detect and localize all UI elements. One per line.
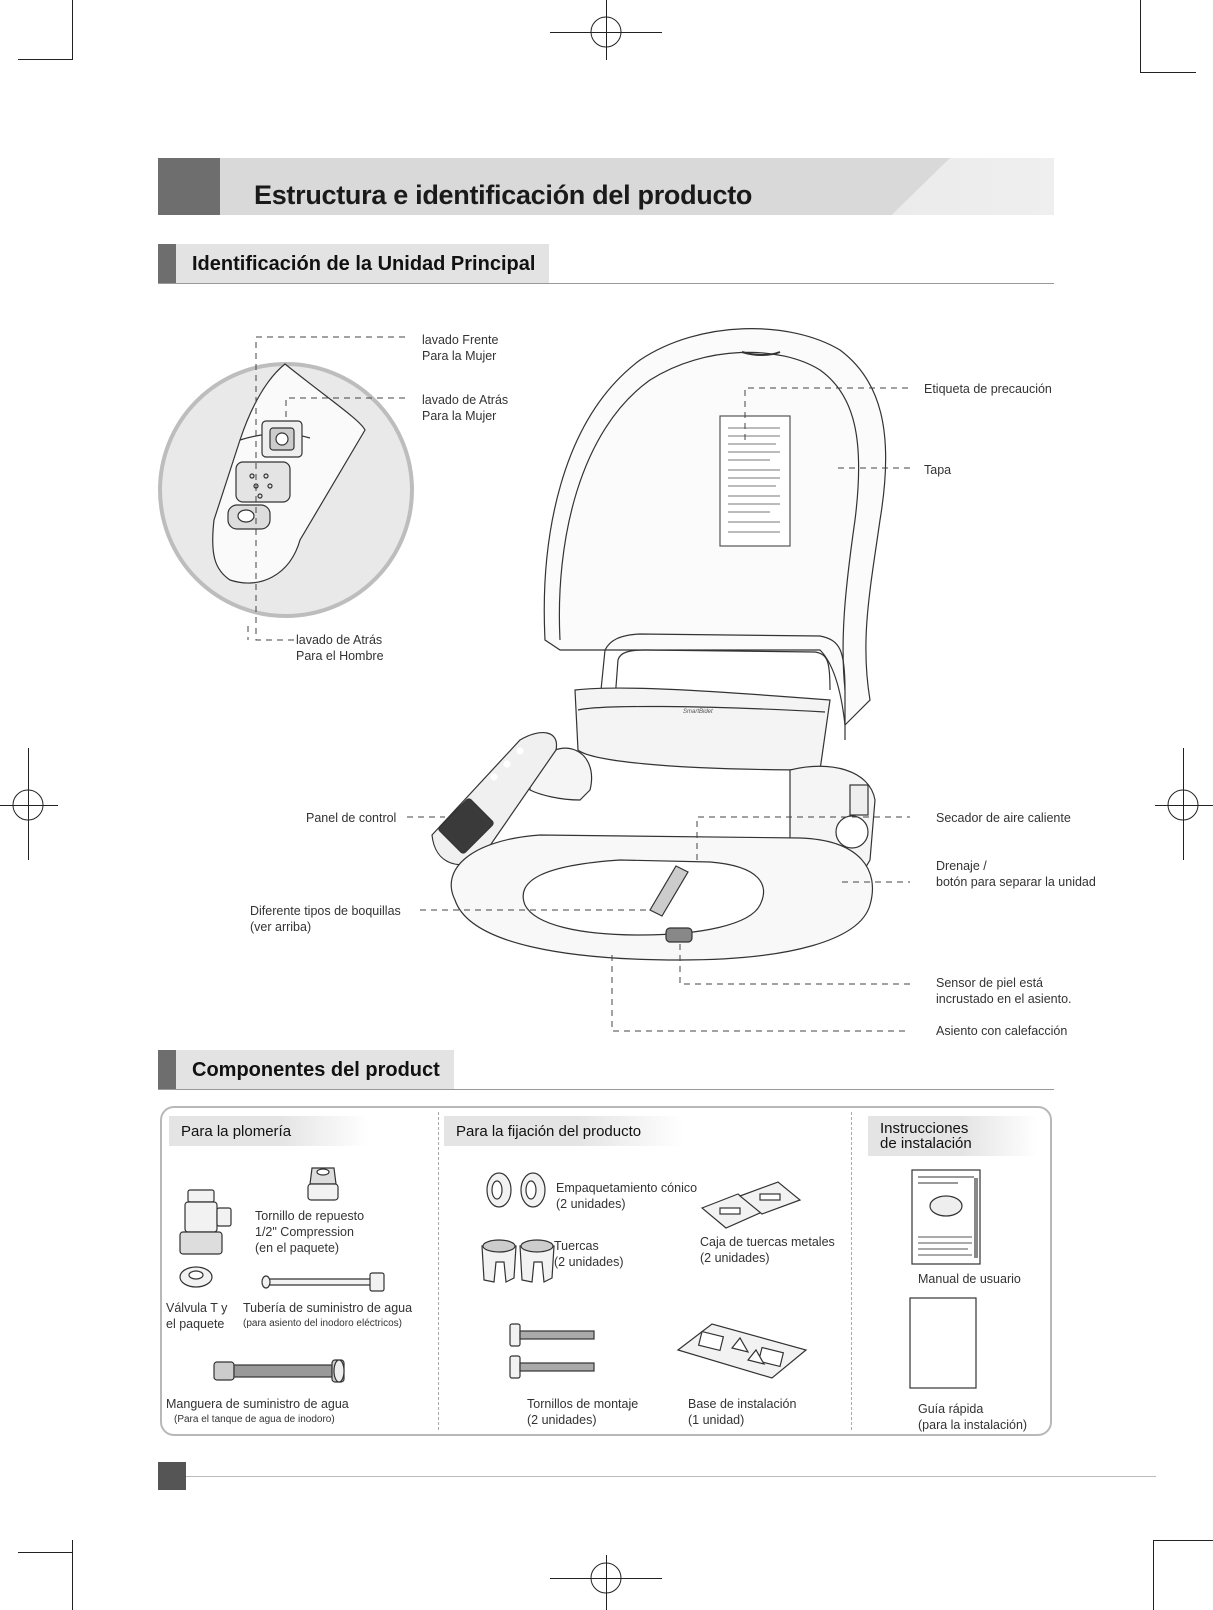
spare-screw-icon <box>308 1168 338 1200</box>
label-mounting-screws: Tornillos de montaje (2 unidades) <box>527 1396 638 1428</box>
label-spare-screw: Tornillo de repuesto 1/2" Compression (e… <box>255 1208 364 1256</box>
t-valve-icon <box>180 1190 231 1254</box>
footer-divider <box>186 1476 1156 1477</box>
label-installation-base: Base de instalación (1 unidad) <box>688 1396 796 1428</box>
supply-pipe-icon <box>262 1273 384 1291</box>
page-footer-marker <box>158 1462 186 1490</box>
label-user-manual: Manual de usuario <box>918 1271 1021 1287</box>
user-manual-icon <box>912 1170 980 1264</box>
label-t-valve: Válvula T y el paquete <box>166 1300 227 1332</box>
label-quick-guide: Guía rápida (para la instalación) <box>918 1401 1027 1433</box>
label-supply-pipe: Tubería de suministro de agua (para asie… <box>243 1300 412 1332</box>
supply-hose-icon <box>214 1360 344 1382</box>
label-supply-hose: Manguera de suministro de agua (Para el … <box>166 1396 349 1428</box>
installation-base-icon <box>678 1324 806 1378</box>
label-conical-packing: Empaquetamiento cónico (2 unidades) <box>556 1180 697 1212</box>
quick-guide-icon <box>910 1298 976 1388</box>
conical-packing-icon <box>487 1173 545 1207</box>
metal-nut-box-icon <box>702 1182 800 1228</box>
mounting-screw-icon <box>510 1324 594 1378</box>
nut-icon <box>482 1240 554 1282</box>
label-metal-nut-box: Caja de tuercas metales (2 unidades) <box>700 1234 835 1266</box>
washer-icon <box>180 1267 212 1287</box>
label-nuts: Tuercas (2 unidades) <box>554 1238 624 1270</box>
